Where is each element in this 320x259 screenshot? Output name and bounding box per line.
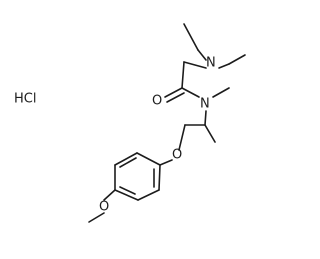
bond-amide-n-ch [204,110,207,126]
ring-bond-2 [137,189,160,201]
bond-n-ethyl2-ch2 [218,63,230,69]
ether-oxygen-label: O [172,148,182,163]
bond-methoxy-o-ch3 [88,212,105,223]
methoxy-oxygen-label: O [99,200,109,215]
bond-ch-methyl [204,124,216,143]
diethylamino-group [183,23,246,69]
bond-ethyl2-ch2-ch3 [228,54,246,65]
ring-inner-bond-3 [119,157,137,168]
methoxy-group [88,189,116,223]
bond-ring-methoxy-o [103,189,116,201]
amide-nitrogen-label: N [200,97,210,112]
bond-carbonyl-double-2 [166,92,185,103]
bond-amide-n-methyl [212,87,230,98]
bond-carbonyl-amide-n [181,87,200,98]
ring-bond-3 [114,189,139,201]
bond-carbonyl-double-1 [164,87,183,98]
acetamide-backbone [164,61,230,126]
propyl-chain [159,124,216,166]
ring-bond-1 [158,164,161,191]
bond-ethyl1-ch2-n [197,49,207,61]
bond-ethyl1-ch3-ch2 [183,23,199,51]
amine-nitrogen-label: N [206,56,216,71]
carbonyl-oxygen-label: O [152,94,162,109]
ring-bond-6 [136,152,161,166]
bond-ether-o-ring [159,159,173,166]
ring-bond-5 [114,152,138,166]
bond-alpha-carbon-carbonyl [181,61,185,89]
bond-n-alpha-carbon [183,61,207,69]
hcl-salt-label: HCl [14,92,36,107]
benzene-ring [114,152,161,201]
chemical-structure-diagram: N O N O O HCl [14,23,246,223]
bond-ch2-ether-o [178,124,186,151]
ring-inner-bond-2 [119,186,136,195]
